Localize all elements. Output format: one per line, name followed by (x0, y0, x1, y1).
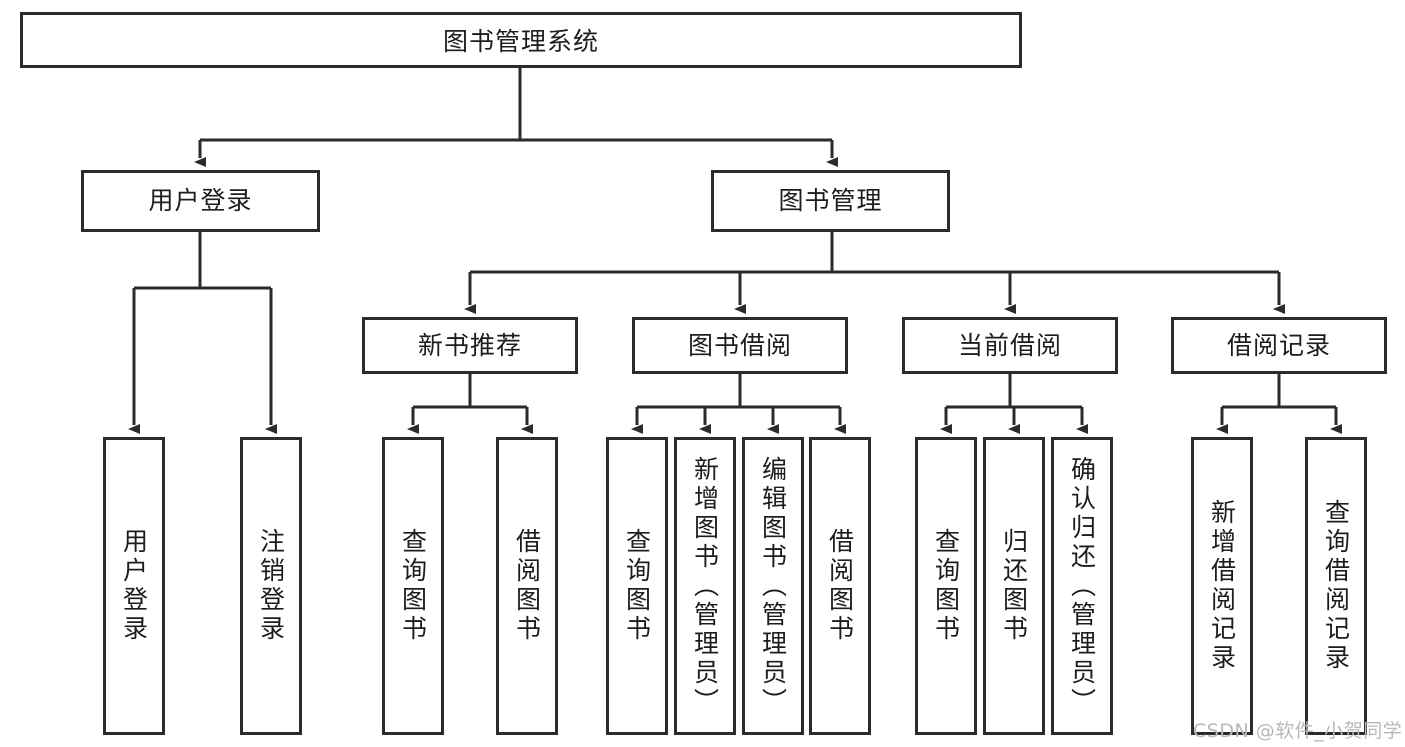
leaf-query-book-3[interactable]: 查询图书 (915, 437, 977, 735)
node-user-login[interactable]: 用户登录 (81, 170, 320, 232)
leaf-confirm-return-label: 确认归还（管理员） (1067, 455, 1097, 717)
leaf-user-login-label: 用户登录 (119, 528, 149, 644)
leaf-return-book[interactable]: 归还图书 (983, 437, 1045, 735)
node-book-manage[interactable]: 图书管理 (711, 170, 950, 232)
leaf-borrow-book-1-label: 借阅图书 (512, 528, 542, 644)
leaf-user-login[interactable]: 用户登录 (103, 437, 165, 735)
leaf-borrow-book-1[interactable]: 借阅图书 (496, 437, 558, 735)
node-borrow-record[interactable]: 借阅记录 (1171, 317, 1387, 374)
leaf-query-book-2-label: 查询图书 (622, 528, 652, 644)
leaf-edit-book[interactable]: 编辑图书（管理员） (742, 437, 804, 735)
leaf-query-book-1[interactable]: 查询图书 (382, 437, 444, 735)
leaf-add-book-label: 新增图书（管理员） (690, 455, 720, 717)
node-root[interactable]: 图书管理系统 (20, 12, 1022, 68)
leaf-confirm-return[interactable]: 确认归还（管理员） (1051, 437, 1113, 735)
leaf-user-logout[interactable]: 注销登录 (240, 437, 302, 735)
leaf-query-book-3-label: 查询图书 (931, 528, 961, 644)
watermark: CSDN @软件_小贺同学 (1193, 720, 1403, 742)
leaf-borrow-book-2-label: 借阅图书 (825, 528, 855, 644)
node-current-borrow[interactable]: 当前借阅 (902, 317, 1118, 374)
leaf-query-record[interactable]: 查询借阅记录 (1305, 437, 1367, 735)
node-current-borrow-label: 当前借阅 (957, 330, 1062, 360)
node-borrow-record-label: 借阅记录 (1226, 330, 1331, 360)
leaf-borrow-book-2[interactable]: 借阅图书 (809, 437, 871, 735)
node-root-label: 图书管理系统 (442, 27, 599, 56)
node-book-borrow-label: 图书借阅 (687, 330, 792, 360)
leaf-user-logout-label: 注销登录 (256, 528, 286, 644)
leaf-add-book[interactable]: 新增图书（管理员） (674, 437, 736, 735)
node-user-login-label: 用户登录 (148, 186, 253, 216)
leaf-add-record[interactable]: 新增借阅记录 (1191, 437, 1253, 735)
node-new-book-recommend[interactable]: 新书推荐 (362, 317, 578, 374)
leaf-query-record-label: 查询借阅记录 (1321, 499, 1351, 673)
leaf-query-book-2[interactable]: 查询图书 (606, 437, 668, 735)
leaf-query-book-1-label: 查询图书 (398, 528, 428, 644)
node-book-borrow[interactable]: 图书借阅 (632, 317, 848, 374)
leaf-add-record-label: 新增借阅记录 (1207, 499, 1237, 673)
node-book-manage-label: 图书管理 (778, 186, 883, 216)
leaf-return-book-label: 归还图书 (999, 528, 1029, 644)
node-new-book-recommend-label: 新书推荐 (417, 330, 522, 360)
leaf-edit-book-label: 编辑图书（管理员） (758, 455, 788, 717)
